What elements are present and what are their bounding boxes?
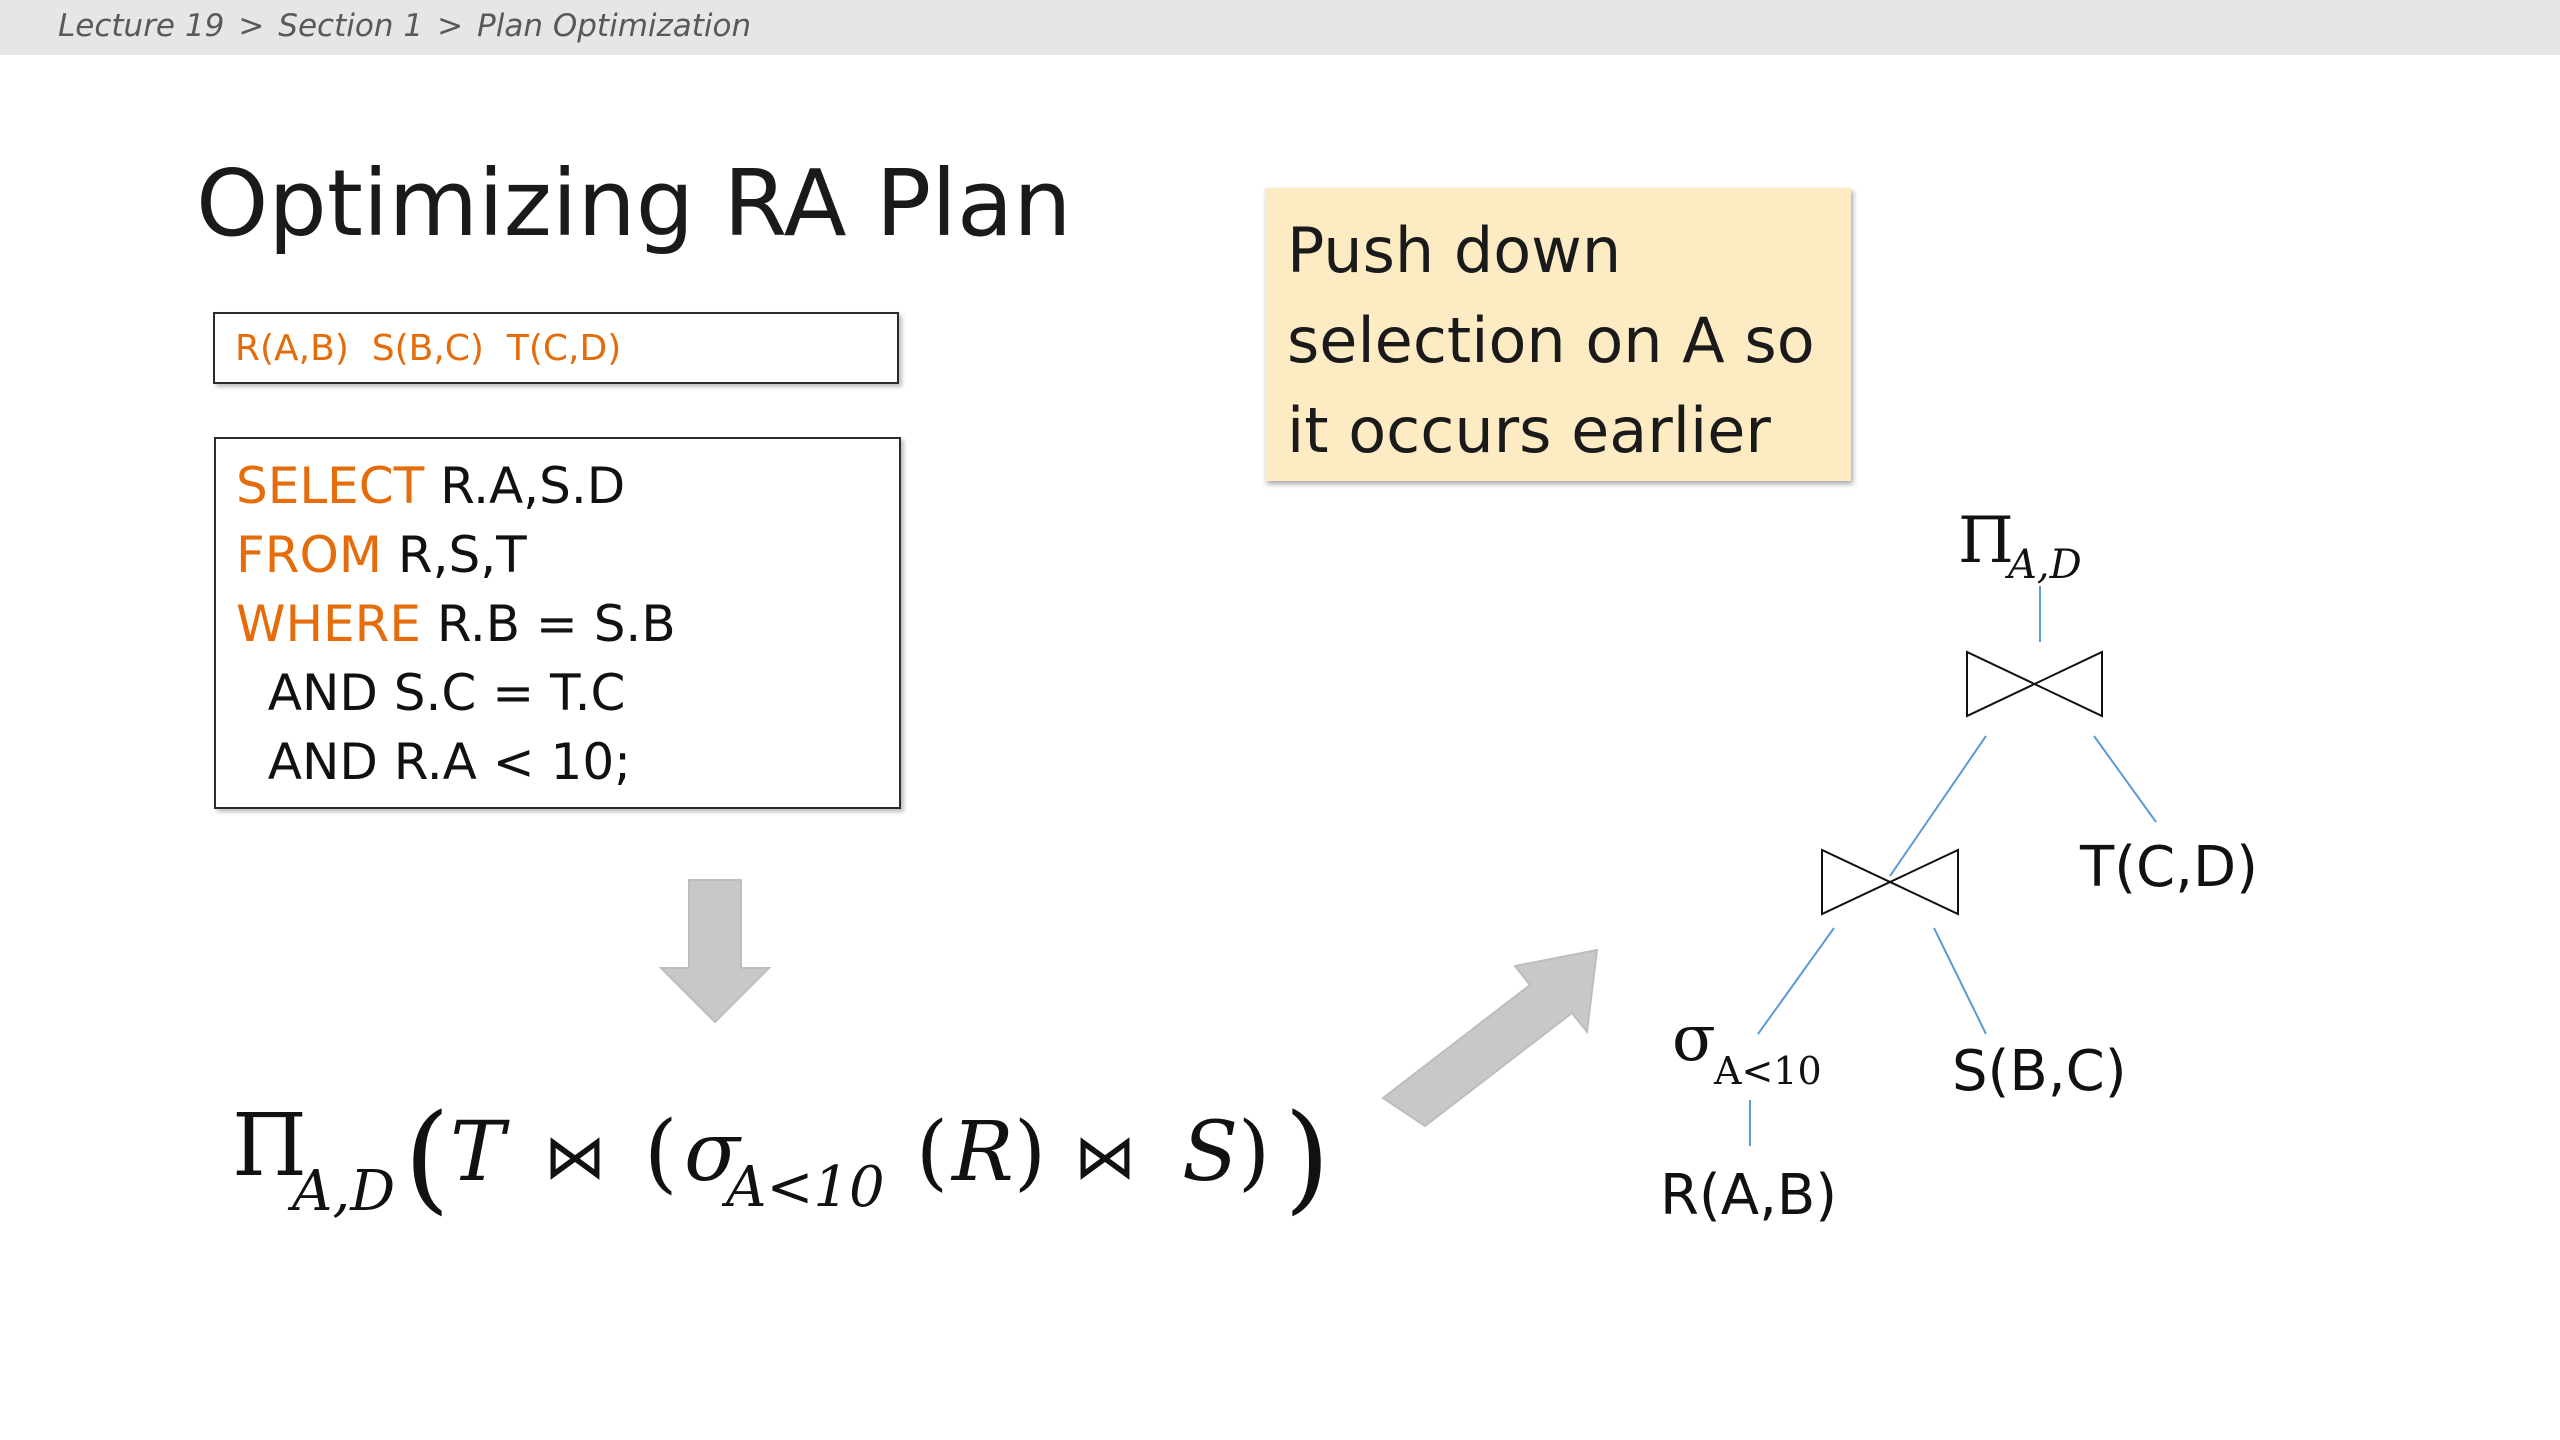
tree-edge: [1757, 927, 1835, 1035]
sql-keyword: WHERE: [236, 595, 421, 653]
query-plan-tree: Π A,D T(C,D) σ A<10 S(B,C) R(A,B): [1660, 504, 2258, 1228]
formula-sigma: σ: [684, 1105, 742, 1200]
schema-box: R(A,B) S(B,C) T(C,D): [213, 312, 899, 384]
ra-formula: Π A,D ( T ⋈ ( σ A<10 ( R ) ⋈ S ) ): [232, 1088, 1330, 1226]
breadcrumb-item-section[interactable]: Section 1: [278, 8, 424, 44]
tree-leaf-R: R(A,B): [1660, 1163, 1837, 1228]
formula-paren-close: ): [1284, 1088, 1330, 1226]
tree-projection-subscript: A,D: [2004, 542, 2082, 588]
formula-paren-open: (: [644, 1103, 678, 1203]
down-arrow-icon: [658, 879, 772, 1024]
formula-join-operator: ⋈: [544, 1120, 606, 1193]
formula-paren-close: ): [1014, 1105, 1046, 1200]
sql-query-box: SELECT R.A,S.D FROM R,S,T WHERE R.B = S.…: [214, 437, 901, 809]
tree-edge: [1933, 927, 1987, 1035]
schema-text: R(A,B) S(B,C) T(C,D): [235, 328, 622, 369]
breadcrumb-bar: Lecture 19 > Section 1 > Plan Optimization: [0, 0, 2560, 55]
formula-S: S: [1182, 1105, 1238, 1200]
sql-text: R,S,T: [382, 526, 527, 584]
sql-line-and-1: AND S.C = T.C: [236, 664, 626, 722]
breadcrumb-separator: >: [238, 8, 265, 44]
bottom-join-icon: [1821, 848, 1959, 916]
callout-note: Push down selection on A so it occurs ea…: [1265, 188, 1851, 481]
formula-pi-subscript: A,D: [287, 1159, 395, 1224]
tree-selection-subscript: A<10: [1713, 1049, 1822, 1093]
breadcrumb-item-lecture[interactable]: Lecture 19: [58, 8, 225, 44]
diagonal-arrow-icon: [1381, 948, 1599, 1128]
formula-join-operator: ⋈: [1074, 1120, 1136, 1193]
tree-selection-symbol: σ: [1672, 1002, 1716, 1076]
sql-text: R.A,S.D: [424, 457, 626, 515]
sql-line-select: SELECT R.A,S.D: [236, 461, 625, 511]
note-line: it occurs earlier: [1287, 394, 1771, 467]
slide-title: Optimizing RA Plan: [196, 150, 1072, 257]
sql-line-where: WHERE R.B = S.B: [236, 599, 676, 649]
note-line: selection on A so: [1287, 304, 1815, 377]
note-line: Push down: [1287, 214, 1622, 287]
breadcrumb-item-topic[interactable]: Plan Optimization: [477, 8, 752, 44]
sql-line-and-2: AND R.A < 10;: [236, 733, 631, 791]
breadcrumb-separator: >: [437, 8, 464, 44]
formula-pi: Π: [232, 1096, 307, 1196]
tree-leaf-S: S(B,C): [1952, 1039, 2127, 1104]
formula-paren-open: (: [404, 1088, 450, 1226]
formula-paren-open: (: [916, 1105, 948, 1200]
tree-edge: [1889, 735, 1987, 877]
formula-R: R: [950, 1105, 1014, 1200]
formula-T: T: [450, 1105, 510, 1200]
top-join-icon: [1966, 650, 2103, 718]
sql-keyword: SELECT: [236, 457, 425, 515]
breadcrumb: Lecture 19 > Section 1 > Plan Optimization: [58, 8, 751, 44]
tree-edge: [2093, 735, 2157, 823]
tree-projection-symbol: Π: [1958, 504, 2014, 578]
sql-keyword: FROM: [236, 526, 382, 584]
sql-text: R.B = S.B: [420, 595, 676, 653]
formula-paren-close: ): [1238, 1105, 1270, 1200]
formula-sigma-subscript: A<10: [721, 1155, 885, 1220]
sql-line-from: FROM R,S,T: [236, 530, 527, 580]
tree-leaf-T: T(C,D): [2079, 835, 2258, 900]
